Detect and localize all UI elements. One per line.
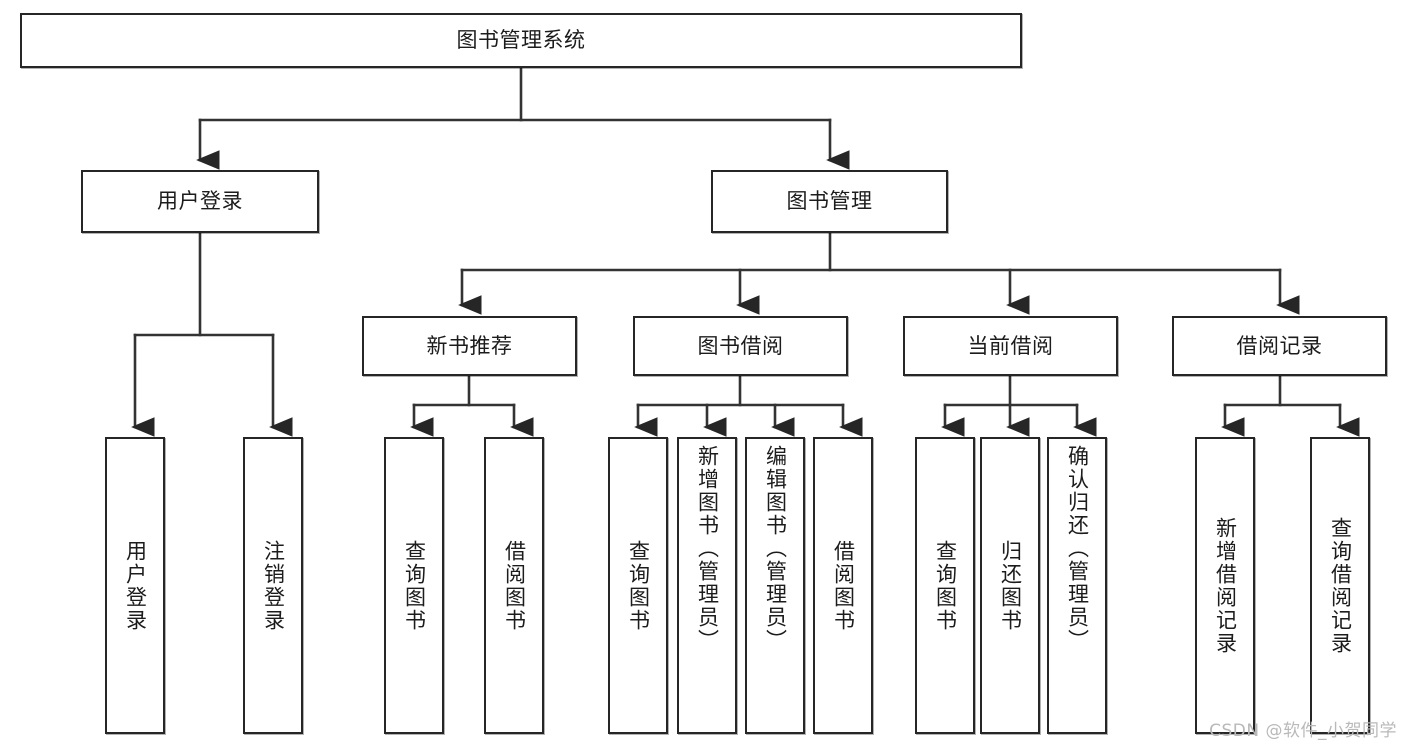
node-label: 新书推荐 <box>426 333 513 358</box>
leaf-borrow-add-book[interactable]: 新增图书（管理员） <box>677 437 737 734</box>
node-label: 查询图书 <box>402 539 427 632</box>
leaf-current-return-book[interactable]: 归还图书 <box>980 437 1040 734</box>
leaf-new-book-borrow[interactable]: 借阅图书 <box>484 437 544 734</box>
node-label: 图书借阅 <box>697 333 784 358</box>
leaf-user-login-signout[interactable]: 注销登录 <box>243 437 303 734</box>
node-user-login[interactable]: 用户登录 <box>81 170 319 233</box>
leaf-new-book-query[interactable]: 查询图书 <box>384 437 444 734</box>
node-label: 编辑图书（管理员） <box>763 445 788 652</box>
node-label: 图书管理 <box>786 189 873 214</box>
node-label: 注销登录 <box>261 539 286 632</box>
node-label: 查询借阅记录 <box>1328 516 1353 655</box>
node-book-management[interactable]: 图书管理 <box>711 170 948 233</box>
node-label: 图书管理系统 <box>456 28 586 53</box>
leaf-record-add-record[interactable]: 新增借阅记录 <box>1195 437 1255 734</box>
leaf-borrow-borrow-book[interactable]: 借阅图书 <box>813 437 873 734</box>
node-borrow-record[interactable]: 借阅记录 <box>1172 316 1387 376</box>
node-new-book-recommend[interactable]: 新书推荐 <box>362 316 577 376</box>
node-current-borrow[interactable]: 当前借阅 <box>903 316 1118 376</box>
leaf-borrow-query-book[interactable]: 查询图书 <box>608 437 668 734</box>
leaf-user-login-signin[interactable]: 用户登录 <box>105 437 165 734</box>
node-label: 借阅记录 <box>1236 333 1323 358</box>
watermark-text: CSDN @软件_小贺同学 <box>1209 721 1397 741</box>
leaf-current-query-book[interactable]: 查询图书 <box>915 437 975 734</box>
node-label: 用户登录 <box>123 539 148 632</box>
leaf-record-query-record[interactable]: 查询借阅记录 <box>1310 437 1370 734</box>
node-book-borrow[interactable]: 图书借阅 <box>633 316 848 376</box>
node-label: 借阅图书 <box>831 539 856 632</box>
node-root-system[interactable]: 图书管理系统 <box>20 13 1022 68</box>
node-label: 当前借阅 <box>967 333 1054 358</box>
node-label: 查询图书 <box>626 539 651 632</box>
node-label: 新增借阅记录 <box>1213 516 1238 655</box>
node-label: 归还图书 <box>998 539 1023 632</box>
leaf-current-confirm-return[interactable]: 确认归还（管理员） <box>1047 437 1107 734</box>
node-label: 新增图书（管理员） <box>695 445 720 652</box>
node-label: 查询图书 <box>933 539 958 632</box>
node-label: 借阅图书 <box>502 539 527 632</box>
leaf-borrow-edit-book[interactable]: 编辑图书（管理员） <box>745 437 805 734</box>
node-label: 确认归还（管理员） <box>1065 445 1090 652</box>
node-label: 用户登录 <box>157 189 243 214</box>
